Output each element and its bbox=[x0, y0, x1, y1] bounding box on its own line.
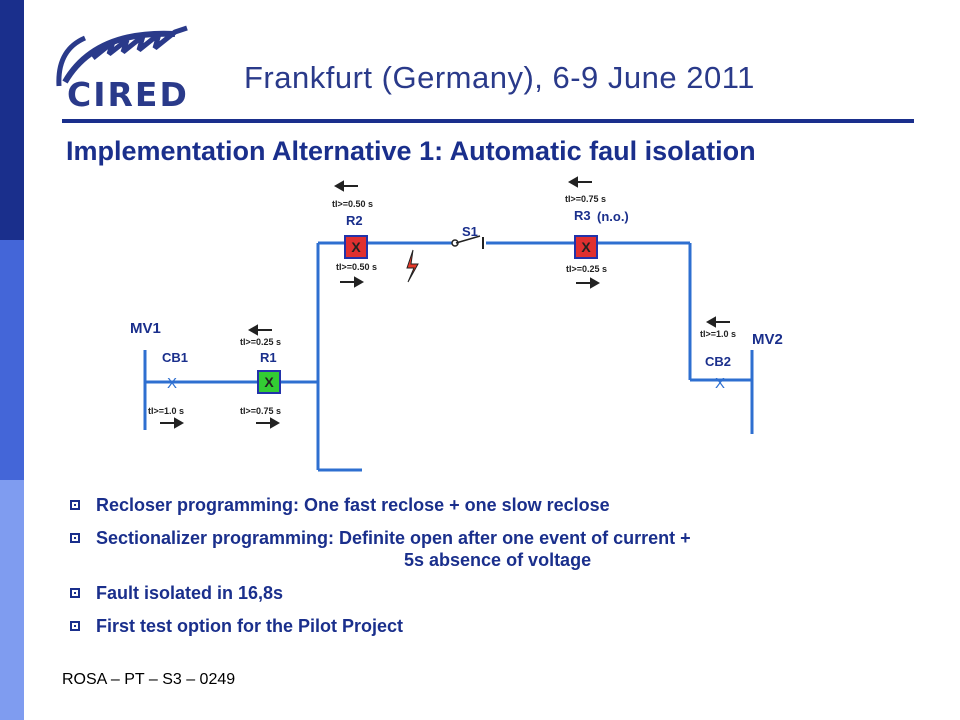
header-divider bbox=[62, 119, 914, 123]
logo-lightning-icon bbox=[91, 25, 188, 60]
r2-recloser bbox=[344, 235, 368, 259]
bullet-list: Recloser programming: One fast reclose +… bbox=[70, 494, 930, 648]
square-bullet-icon bbox=[70, 533, 80, 543]
cired-logo: CIRED bbox=[56, 25, 189, 114]
r2-time-bottom-label: tI>=0.50 s bbox=[336, 262, 377, 272]
r2-time-top-label: tI>=0.50 s bbox=[332, 199, 373, 209]
cb2-time-label: tI>=1.0 s bbox=[700, 329, 736, 339]
logo-left-arc-icon bbox=[56, 35, 87, 87]
feeder-lines bbox=[143, 241, 754, 472]
square-bullet-icon bbox=[70, 588, 80, 598]
cb2-label: CB2 bbox=[705, 354, 731, 369]
bullet-item: Recloser programming: One fast reclose +… bbox=[70, 494, 930, 516]
s1-label: S1 bbox=[462, 224, 478, 239]
r3-recloser bbox=[574, 235, 598, 259]
sidebar-band-light bbox=[0, 480, 24, 720]
r2-trip-direction-left-arrow-icon bbox=[333, 180, 358, 192]
r1-time-bottom-label: tI>=0.75 s bbox=[240, 406, 281, 416]
event-title: Frankfurt (Germany), 6-9 June 2011 bbox=[244, 60, 755, 95]
s1-blade bbox=[455, 235, 481, 244]
cb1-x-mark: X bbox=[167, 375, 177, 392]
r3-trip-direction-left-arrow-icon bbox=[567, 176, 592, 188]
mv1-label: MV1 bbox=[130, 320, 161, 337]
r1-trip-direction-left-arrow-icon bbox=[247, 324, 272, 336]
r1-trip-direction-right-arrow-icon bbox=[256, 417, 281, 429]
bullet-item: Sectionalizer programming: Definite open… bbox=[70, 527, 930, 571]
bullet-continuation: 5s absence of voltage bbox=[404, 550, 592, 570]
footer-code: ROSA – PT – S3 – 0249 bbox=[62, 671, 236, 688]
r1-time-top-label: tI>=0.25 s bbox=[240, 337, 281, 347]
r3-time-top-label: tI>=0.75 s bbox=[565, 194, 606, 204]
slide-title: Implementation Alternative 1: Automatic … bbox=[66, 136, 756, 166]
cb1-time-label: tI>=1.0 s bbox=[148, 406, 184, 416]
sidebar-band-mid bbox=[0, 240, 24, 480]
square-bullet-icon bbox=[70, 500, 80, 510]
r2-x-mark: X bbox=[351, 239, 361, 255]
r3-trip-direction-right-arrow-icon bbox=[576, 277, 601, 289]
square-bullet-icon bbox=[70, 621, 80, 631]
s1-switch bbox=[451, 235, 484, 249]
cb1-label: CB1 bbox=[162, 350, 188, 365]
logo-text: CIRED bbox=[67, 75, 189, 114]
bullet-item: Fault isolated in 16,8s bbox=[70, 582, 930, 604]
cb1-trip-direction-right-arrow-icon bbox=[160, 417, 185, 429]
sidebar-stripe bbox=[0, 0, 24, 720]
r3-x-mark: X bbox=[581, 239, 591, 255]
cb2-trip-direction-left-arrow-icon bbox=[705, 316, 730, 328]
network-diagram: X X X X X MV1 MV2 CB1 CB2 R1 R2 R3 (n.o.… bbox=[130, 176, 783, 472]
r2-trip-direction-right-arrow-icon bbox=[340, 276, 365, 288]
fault-lightning-icon bbox=[406, 249, 419, 283]
r1-x-mark: X bbox=[264, 374, 274, 390]
r3-state-label: (n.o.) bbox=[597, 209, 629, 224]
r3-time-bottom-label: tI>=0.25 s bbox=[566, 264, 607, 274]
r1-recloser bbox=[257, 370, 281, 394]
mv2-label: MV2 bbox=[752, 331, 783, 348]
r3-label: R3 bbox=[574, 208, 591, 223]
r1-label: R1 bbox=[260, 350, 277, 365]
sidebar-band-dark bbox=[0, 0, 24, 240]
r2-label: R2 bbox=[346, 213, 363, 228]
cb2-x-mark: X bbox=[715, 375, 725, 392]
bullet-item: First test option for the Pilot Project bbox=[70, 615, 930, 637]
